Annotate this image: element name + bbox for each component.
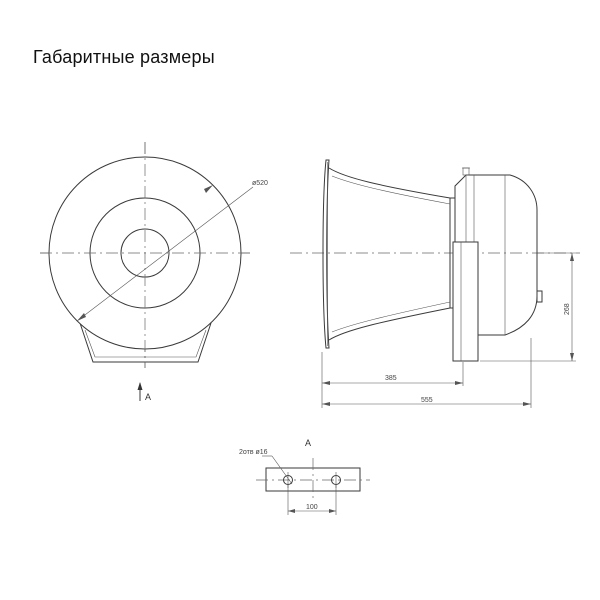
dim-268-arrow-top xyxy=(570,253,574,261)
dim-100-arrow-left xyxy=(288,509,295,513)
dim-555-arrow-left xyxy=(322,402,330,406)
side-view: 385 555 268 xyxy=(290,159,580,408)
rear-knob xyxy=(536,290,543,303)
view-a-detail: A 2отв ø16 100 xyxy=(239,438,370,515)
dim-100-label: 100 xyxy=(306,504,318,511)
dim-385-label: 385 xyxy=(385,375,397,382)
detail-a-label: A xyxy=(305,438,311,448)
front-bracket xyxy=(79,322,212,363)
horn-flange xyxy=(322,159,330,349)
page-title: Габаритные размеры xyxy=(33,47,215,67)
horn-bottom-inner xyxy=(331,301,451,333)
front-bracket-inner xyxy=(84,329,207,358)
diameter-label: ø520 xyxy=(252,180,268,187)
dim-385-arrow-right xyxy=(455,381,463,385)
dim-100-arrow-right xyxy=(329,509,336,513)
horn-bottom-outer xyxy=(328,307,451,341)
dim-268-arrow-bottom xyxy=(570,353,574,361)
dim-268-label: 268 xyxy=(564,303,571,315)
holes-label: 2отв ø16 xyxy=(239,449,268,456)
dim-385-arrow-left xyxy=(322,381,330,385)
holes-leader xyxy=(271,455,293,485)
view-a-label: A xyxy=(145,392,151,402)
horn-top-outer xyxy=(328,167,451,199)
diameter-arrow-start xyxy=(77,313,86,321)
horn-top-inner xyxy=(331,175,451,205)
diameter-arrow-end xyxy=(204,185,213,193)
dim-555-arrow-right xyxy=(523,402,531,406)
housing-top-lug-box xyxy=(462,167,470,176)
diameter-leader-line xyxy=(76,186,254,322)
dim-555-label: 555 xyxy=(421,397,433,404)
front-view: ø520 A xyxy=(40,142,268,402)
side-bracket xyxy=(452,241,479,362)
view-a-arrow-head xyxy=(137,382,143,390)
